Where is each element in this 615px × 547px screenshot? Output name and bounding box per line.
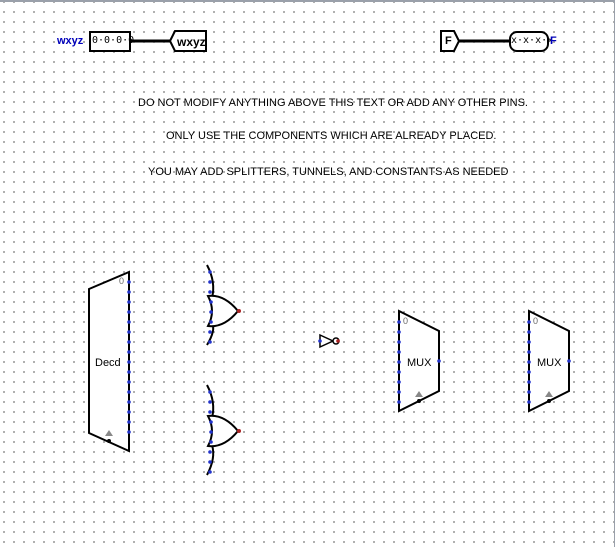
canvas-top-border [0, 0, 615, 2]
instruction-line-3: YOU MAY ADD SPLITTERS, TUNNELS, AND CONS… [148, 166, 509, 178]
output-pin-value[interactable]: x·x·x·x [511, 35, 554, 46]
decoder-label: Decd [95, 357, 121, 369]
output-pin-label: F [550, 35, 557, 47]
decoder-index-label: 0 [119, 276, 125, 286]
mux-left-input-pins[interactable] [397, 320, 401, 404]
input-tunnel-label: wxyz [177, 35, 206, 49]
output-tunnel-label: F [445, 35, 452, 47]
input-pin-label: wxyz [57, 35, 84, 47]
mux-right-output-pin[interactable] [567, 359, 571, 363]
mux-right-index-label: 0 [533, 316, 539, 326]
decoder-output-pins[interactable] [127, 280, 131, 434]
mux-left-select-marker [415, 391, 423, 397]
mux-right-select-marker [545, 391, 553, 397]
mux-left-select-pin[interactable] [417, 399, 421, 403]
mux-left-label: MUX [407, 357, 432, 369]
input-pin-value[interactable]: 0·0·0·0 [92, 35, 135, 46]
mux-right-input-pins[interactable] [527, 320, 531, 404]
instruction-line-1: DO NOT MODIFY ANYTHING ABOVE THIS TEXT O… [138, 97, 528, 109]
or-gate-2[interactable] [206, 384, 241, 476]
decoder-select-pin[interactable] [107, 439, 111, 443]
decoder[interactable] [88, 270, 130, 453]
instruction-line-2: ONLY USE THE COMPONENTS WHICH ARE ALREAD… [166, 130, 497, 142]
output-pin[interactable] [509, 31, 549, 52]
decoder-select-marker [105, 430, 113, 436]
output-tunnel[interactable] [440, 30, 461, 52]
mux-left[interactable] [398, 309, 440, 413]
input-pin[interactable] [89, 31, 131, 52]
or-gate-1[interactable] [206, 264, 241, 346]
mux-left-output-pin[interactable] [437, 359, 441, 363]
input-tunnel[interactable] [168, 30, 207, 52]
mux-right-label: MUX [537, 357, 562, 369]
mux-left-index-label: 0 [403, 316, 409, 326]
mux-right-select-pin[interactable] [547, 399, 551, 403]
mux-right[interactable] [528, 309, 570, 413]
not-gate[interactable] [318, 333, 340, 349]
